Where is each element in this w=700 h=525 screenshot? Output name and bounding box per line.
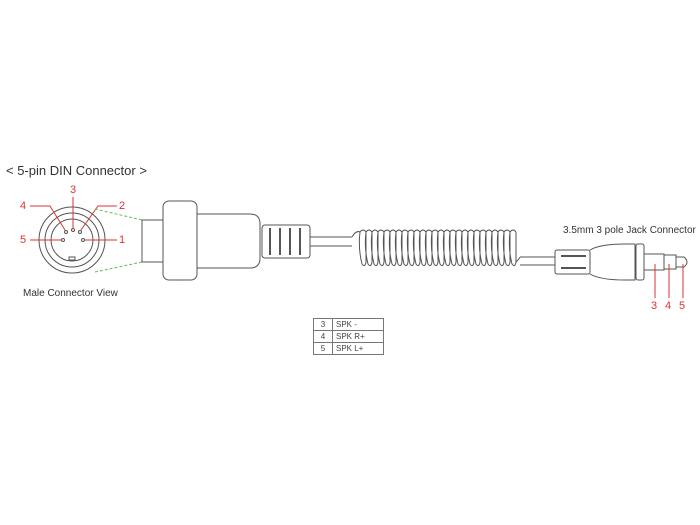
- din-pin-4: 4: [20, 200, 27, 212]
- din-pin-5: 5: [20, 234, 27, 246]
- jack-pin-3: 3: [651, 300, 658, 312]
- title: < 5-pin DIN Connector >: [6, 163, 147, 178]
- pin-cell: 3: [313, 318, 333, 331]
- view-guides: [94, 208, 143, 273]
- jack-leaders: [654, 264, 684, 298]
- jack-label: 3.5mm 3 pole Jack Connector: [563, 225, 696, 236]
- din-pin-1: 1: [119, 234, 126, 246]
- jack-pin-4: 4: [665, 300, 672, 312]
- coiled-cable: [310, 229, 555, 267]
- pin-cell: 5: [313, 342, 333, 355]
- din-pin-2: 2: [119, 200, 126, 212]
- din-view-label: Male Connector View: [23, 288, 118, 299]
- pin-cell: 4: [313, 330, 333, 343]
- jack-pin-5: 5: [679, 300, 686, 312]
- signal-cell: SPK -: [332, 318, 384, 331]
- jack-plug: [554, 243, 688, 281]
- din-pin-3: 3: [70, 184, 77, 196]
- pin-leaders: [30, 197, 117, 241]
- signal-cell: SPK R+: [332, 330, 384, 343]
- din-plug: [141, 200, 311, 281]
- signal-cell: SPK L+: [332, 342, 384, 355]
